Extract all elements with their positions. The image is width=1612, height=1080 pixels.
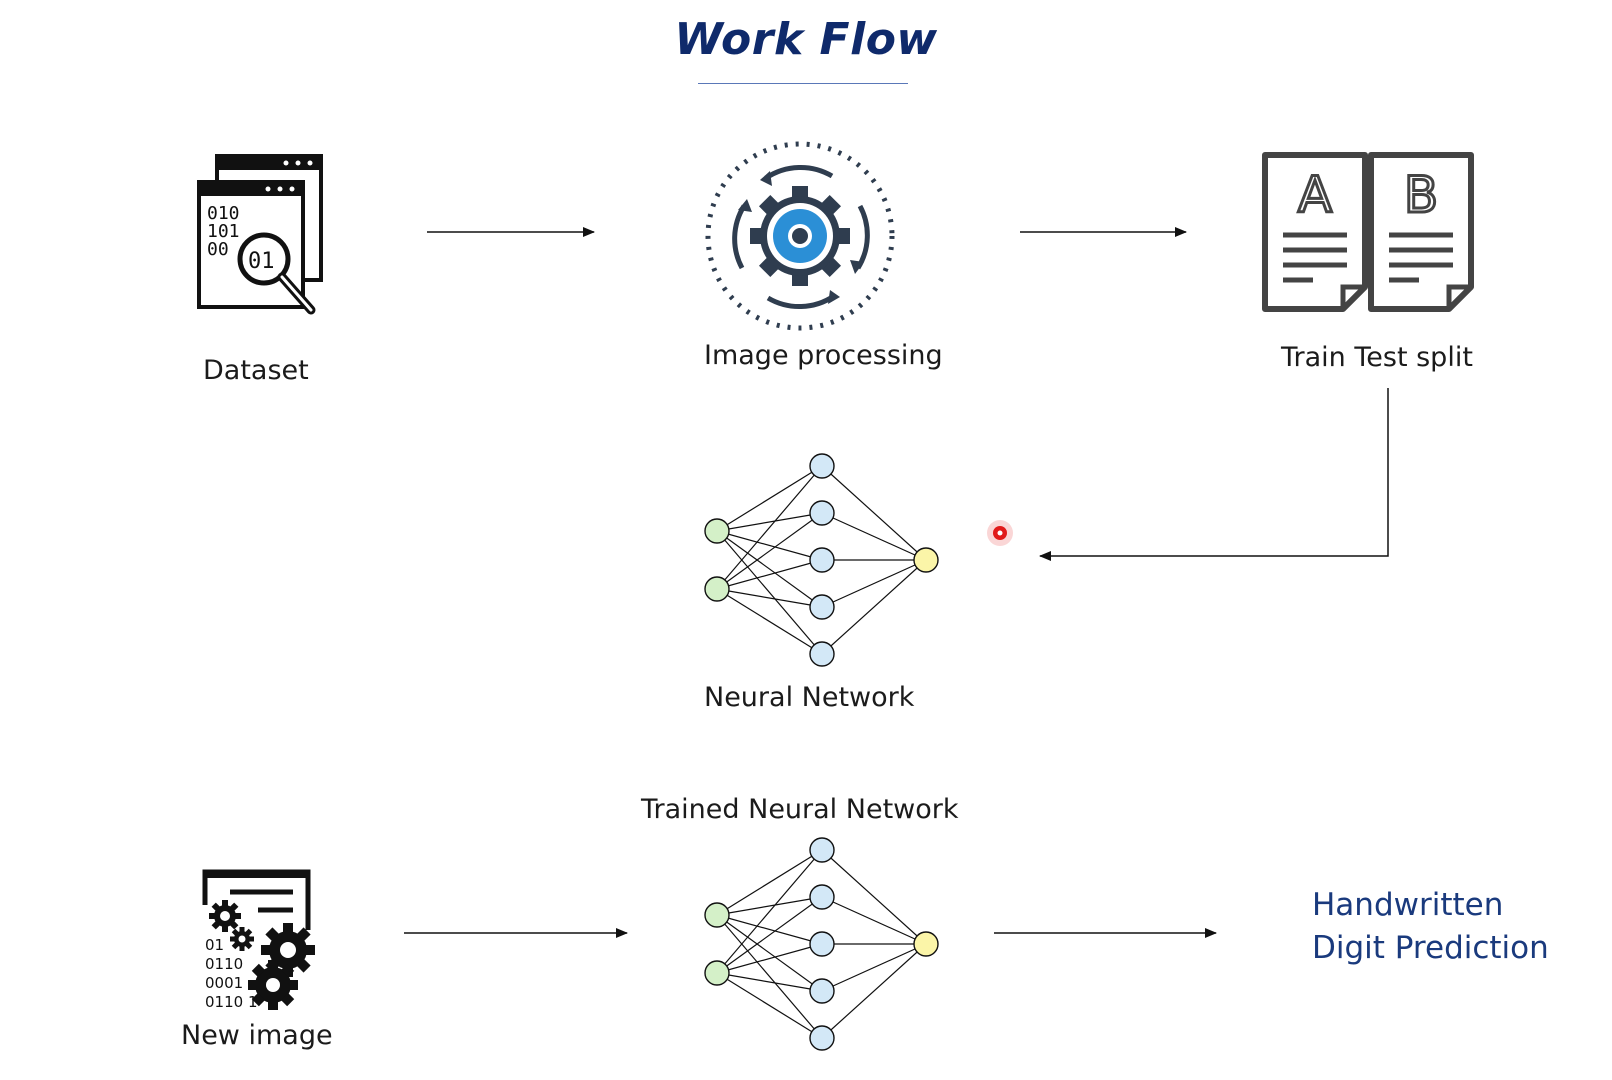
network-edge — [716, 465, 823, 532]
binary-line-2: 101 — [207, 221, 240, 242]
network-edge — [716, 896, 823, 916]
doc-b-letter: B — [1404, 166, 1438, 224]
output-node — [913, 547, 939, 573]
hidden-node — [809, 547, 835, 573]
doc-a-letter: A — [1298, 166, 1332, 224]
network-edge — [821, 943, 927, 992]
output-node — [913, 931, 939, 957]
input-node — [704, 960, 730, 986]
prediction-line-1: Handwritten — [1312, 887, 1504, 923]
input-node — [704, 576, 730, 602]
title-underline — [698, 83, 908, 84]
binary-line-1: 010 — [207, 203, 240, 224]
hidden-node — [809, 500, 835, 526]
laser-pointer-dot — [987, 520, 1013, 546]
network-edge — [821, 465, 927, 561]
hidden-node — [809, 931, 835, 957]
page-title: Work Flow — [674, 14, 938, 65]
network-edge — [821, 849, 927, 945]
hidden-node — [809, 1025, 835, 1051]
network-edge — [716, 588, 823, 655]
binary-line-3: 0001 — [205, 974, 243, 992]
network-edge — [716, 559, 823, 590]
binary-line-2: 0110 — [205, 955, 243, 973]
network-edge — [716, 943, 823, 974]
input-node — [704, 518, 730, 544]
network-edge — [821, 559, 927, 608]
network-edge — [716, 972, 823, 992]
lens-digits: 01 — [248, 249, 275, 274]
hidden-node — [809, 641, 835, 667]
new-image-label: New image — [181, 1020, 333, 1051]
data-gears-icon: 01 0110 0001 0110 1 — [202, 869, 315, 1011]
ab-documents-icon: A B — [1262, 152, 1474, 312]
prediction-result: Handwritten Digit Prediction — [1312, 884, 1549, 970]
dataset-label: Dataset — [203, 355, 309, 386]
arrow-split-to-network — [1039, 388, 1389, 561]
network-edge — [716, 914, 823, 992]
trained-neural-network-icon — [704, 837, 939, 1051]
hidden-node — [809, 837, 835, 863]
network-edge — [716, 530, 823, 655]
binary-line-1: 01 — [205, 936, 224, 954]
network-edge — [716, 914, 823, 945]
network-edge — [821, 559, 927, 655]
network-edge — [716, 588, 823, 608]
network-edge — [716, 465, 823, 590]
network-edge — [716, 512, 823, 532]
trained-neural-network-label: Trained Neural Network — [641, 794, 959, 825]
binary-line-3: 00 — [207, 239, 229, 260]
network-edge — [716, 849, 823, 974]
network-edge — [821, 512, 927, 561]
neural-network-label: Neural Network — [704, 682, 915, 713]
network-edge — [716, 512, 823, 590]
prediction-line-2: Digit Prediction — [1312, 930, 1549, 966]
train-test-split-label: Train Test split — [1281, 342, 1473, 373]
hidden-node — [809, 978, 835, 1004]
hidden-node — [809, 884, 835, 910]
gear-processing-icon — [705, 141, 895, 331]
hidden-node — [809, 453, 835, 479]
network-edge — [821, 943, 927, 1039]
binary-line-4: 0110 1 — [205, 993, 258, 1011]
neural-network-icon — [704, 453, 939, 667]
network-edge — [716, 896, 823, 974]
network-edge — [716, 849, 823, 916]
network-edge — [716, 914, 823, 1039]
network-edge — [716, 530, 823, 561]
dataset-search-icon: 010 101 00 01 — [197, 154, 323, 315]
network-edge — [716, 972, 823, 1039]
network-edge — [821, 896, 927, 945]
input-node — [704, 902, 730, 928]
hidden-node — [809, 594, 835, 620]
image-processing-label: Image processing — [704, 340, 943, 371]
network-edge — [716, 530, 823, 608]
